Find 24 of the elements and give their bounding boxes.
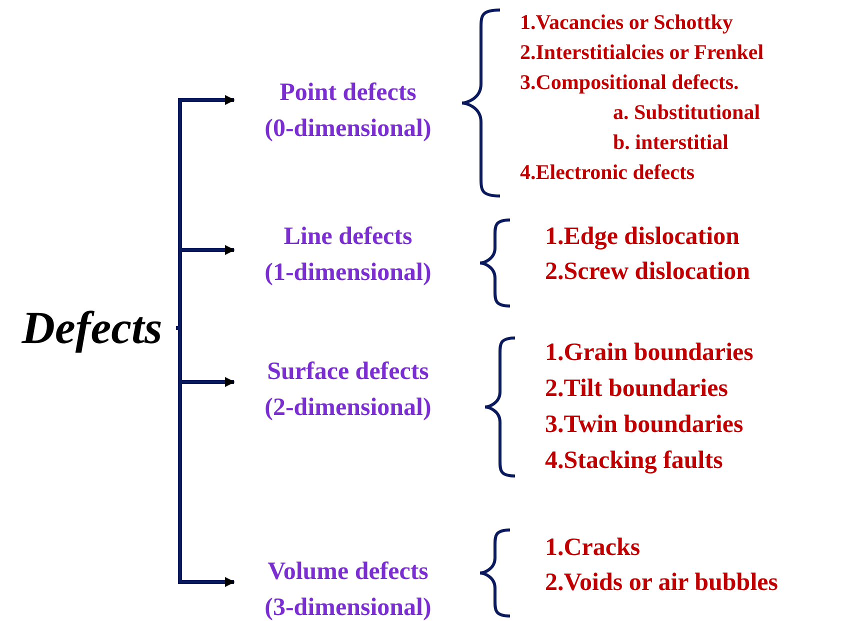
root-node-label: Defects: [22, 305, 162, 351]
dimension-note: (0-dimensional): [264, 114, 432, 144]
dimension-note: (2-dimensional): [264, 393, 432, 423]
dimension-note: (1-dimensional): [264, 258, 432, 288]
list-item: 1.Cracks: [545, 533, 640, 563]
arrow: [176, 326, 235, 587]
list-item: 1.Vacancies or Schottky: [520, 9, 733, 36]
list-item: 3.Twin boundaries: [545, 410, 744, 440]
category-heading: Volume defects: [268, 557, 428, 587]
list-item: a. Substitutional: [613, 99, 760, 126]
dimension-note: (3-dimensional): [264, 593, 432, 621]
list-item: 1.Grain boundaries: [545, 338, 754, 368]
list-item: 2.Tilt boundaries: [545, 374, 728, 404]
list-item: 3.Compositional defects.: [520, 69, 739, 96]
list-item: 4.Electronic defects: [520, 159, 695, 186]
category-heading: Surface defects: [267, 357, 429, 387]
list-item: 1.Edge dislocation: [545, 222, 740, 252]
list-item: 2.Voids or air bubbles: [545, 568, 778, 598]
list-item: 2.Interstitialcies or Frenkel: [520, 39, 764, 66]
category-heading: Point defects: [280, 78, 416, 108]
list-item: 2.Screw dislocation: [545, 257, 750, 287]
list-item: 4.Stacking faults: [545, 446, 723, 476]
list-item: b. interstitial: [613, 129, 728, 156]
category-heading: Line defects: [284, 222, 412, 252]
